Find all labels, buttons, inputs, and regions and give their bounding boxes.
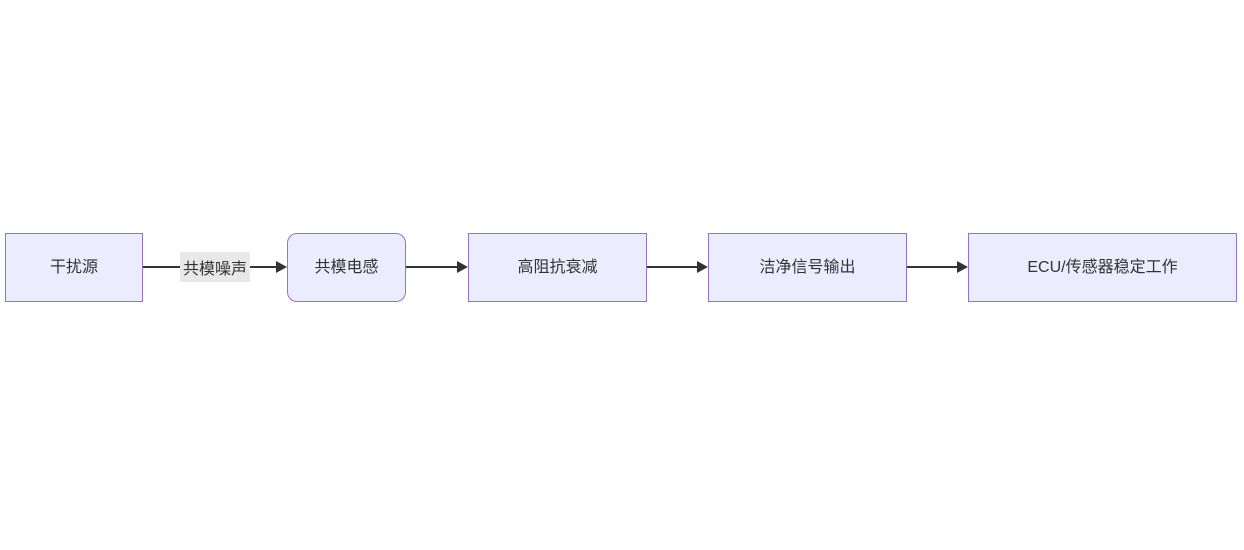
- node-interference-source: 干扰源: [5, 233, 143, 302]
- arrowhead-icon: [457, 261, 468, 273]
- arrowhead-icon: [957, 261, 968, 273]
- edge-line-d-to-e: [907, 266, 958, 268]
- node-high-impedance-attenuation: 高阻抗衰减: [468, 233, 647, 302]
- edge-line-c-to-d: [647, 266, 698, 268]
- node-label: 干扰源: [49, 258, 98, 276]
- node-clean-signal-output: 洁净信号输出: [708, 233, 907, 302]
- arrowhead-icon: [276, 261, 287, 273]
- node-label: 高阻抗衰减: [517, 258, 598, 276]
- node-ecu-sensor-stable-operation: ECU/传感器稳定工作: [968, 233, 1237, 302]
- edge-label-common-mode-noise: 共模噪声: [179, 252, 251, 282]
- node-label: 洁净信号输出: [759, 258, 856, 276]
- node-label: ECU/传感器稳定工作: [1027, 258, 1178, 276]
- node-label: 共模电感: [314, 258, 379, 276]
- arrowhead-icon: [697, 261, 708, 273]
- node-common-mode-choke: 共模电感: [287, 233, 406, 302]
- edge-line-b-to-c: [406, 266, 458, 268]
